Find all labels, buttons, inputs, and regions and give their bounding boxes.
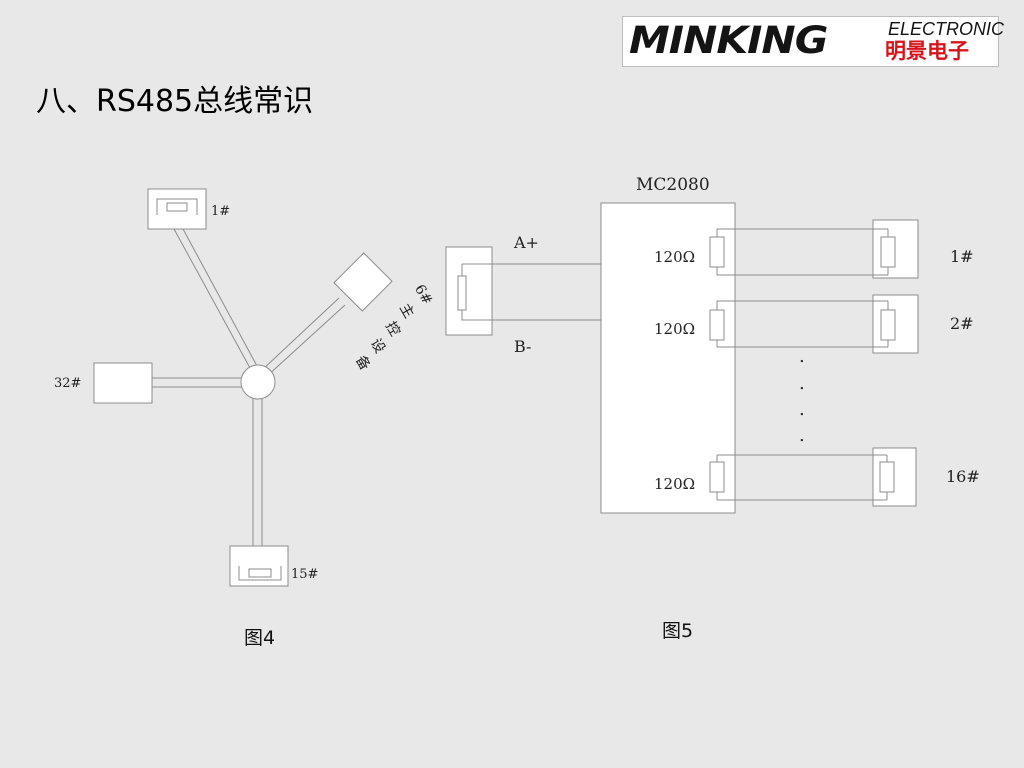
resistor-label-1: 120Ω [654,248,695,266]
master-label-char-5: 备 [352,352,374,373]
figure4-caption: 图4 [244,627,275,649]
bus-a-label: A+ [513,233,539,252]
channel-label-2: 2# [950,314,974,333]
device-model-label: MC2080 [636,175,710,195]
resistor-label-2: 120Ω [654,320,695,338]
channel-1-link [709,219,919,279]
figure5-bus-diagram [445,202,919,514]
channel-16-link [709,447,917,507]
ellipsis-dot-3: . [799,399,805,420]
channel-label-1: 1# [950,247,974,266]
channel-2-link [709,294,919,354]
node-15-label: 15# [291,567,318,582]
figure4-labels: 1# 32# 15# [54,204,318,582]
node-15-box [229,545,289,587]
company-logo: MINKING ELECTRONIC 明景电子 [622,16,1004,67]
master-label-char-3: 控 [382,319,403,339]
master-label-char-2: 主 [396,301,417,321]
logo-english: ELECTRONIC [888,19,1005,39]
cable-to-node32 [152,377,242,388]
figure5-caption: 图5 [662,620,693,642]
figure4-star-topology [93,188,393,587]
channel-label-16: 16# [946,467,980,486]
cable-to-node15 [252,398,263,555]
master-terminal-box [445,246,493,336]
cable-to-node1 [173,228,258,369]
bus-b-label: B- [514,337,531,356]
node-32-label: 32# [54,376,81,391]
master-device-box [333,252,393,312]
cable-to-master [261,297,346,378]
figure-captions: 图4 图5 [244,620,693,649]
ellipsis-dot-1: . [799,346,805,367]
node-1-box [147,188,207,230]
node-32-box [93,362,153,404]
master-label-char-1: 6# [411,282,435,308]
ellipsis-dot-2: . [799,373,805,394]
node-1-label: 1# [211,204,230,219]
slide-title: 八、RS485总线常识 [36,84,314,119]
ellipsis-dot-4: . [799,425,805,446]
resistor-label-3: 120Ω [654,475,695,493]
logo-chinese: 明景电子 [885,39,969,63]
hub-junction [240,364,276,400]
logo-brand: MINKING [629,18,828,63]
master-label-char-4: 设 [367,336,388,356]
figure5-labels: MC2080 A+ B- 120Ω 120Ω 120Ω 1# 2# 16# . … [513,175,980,493]
